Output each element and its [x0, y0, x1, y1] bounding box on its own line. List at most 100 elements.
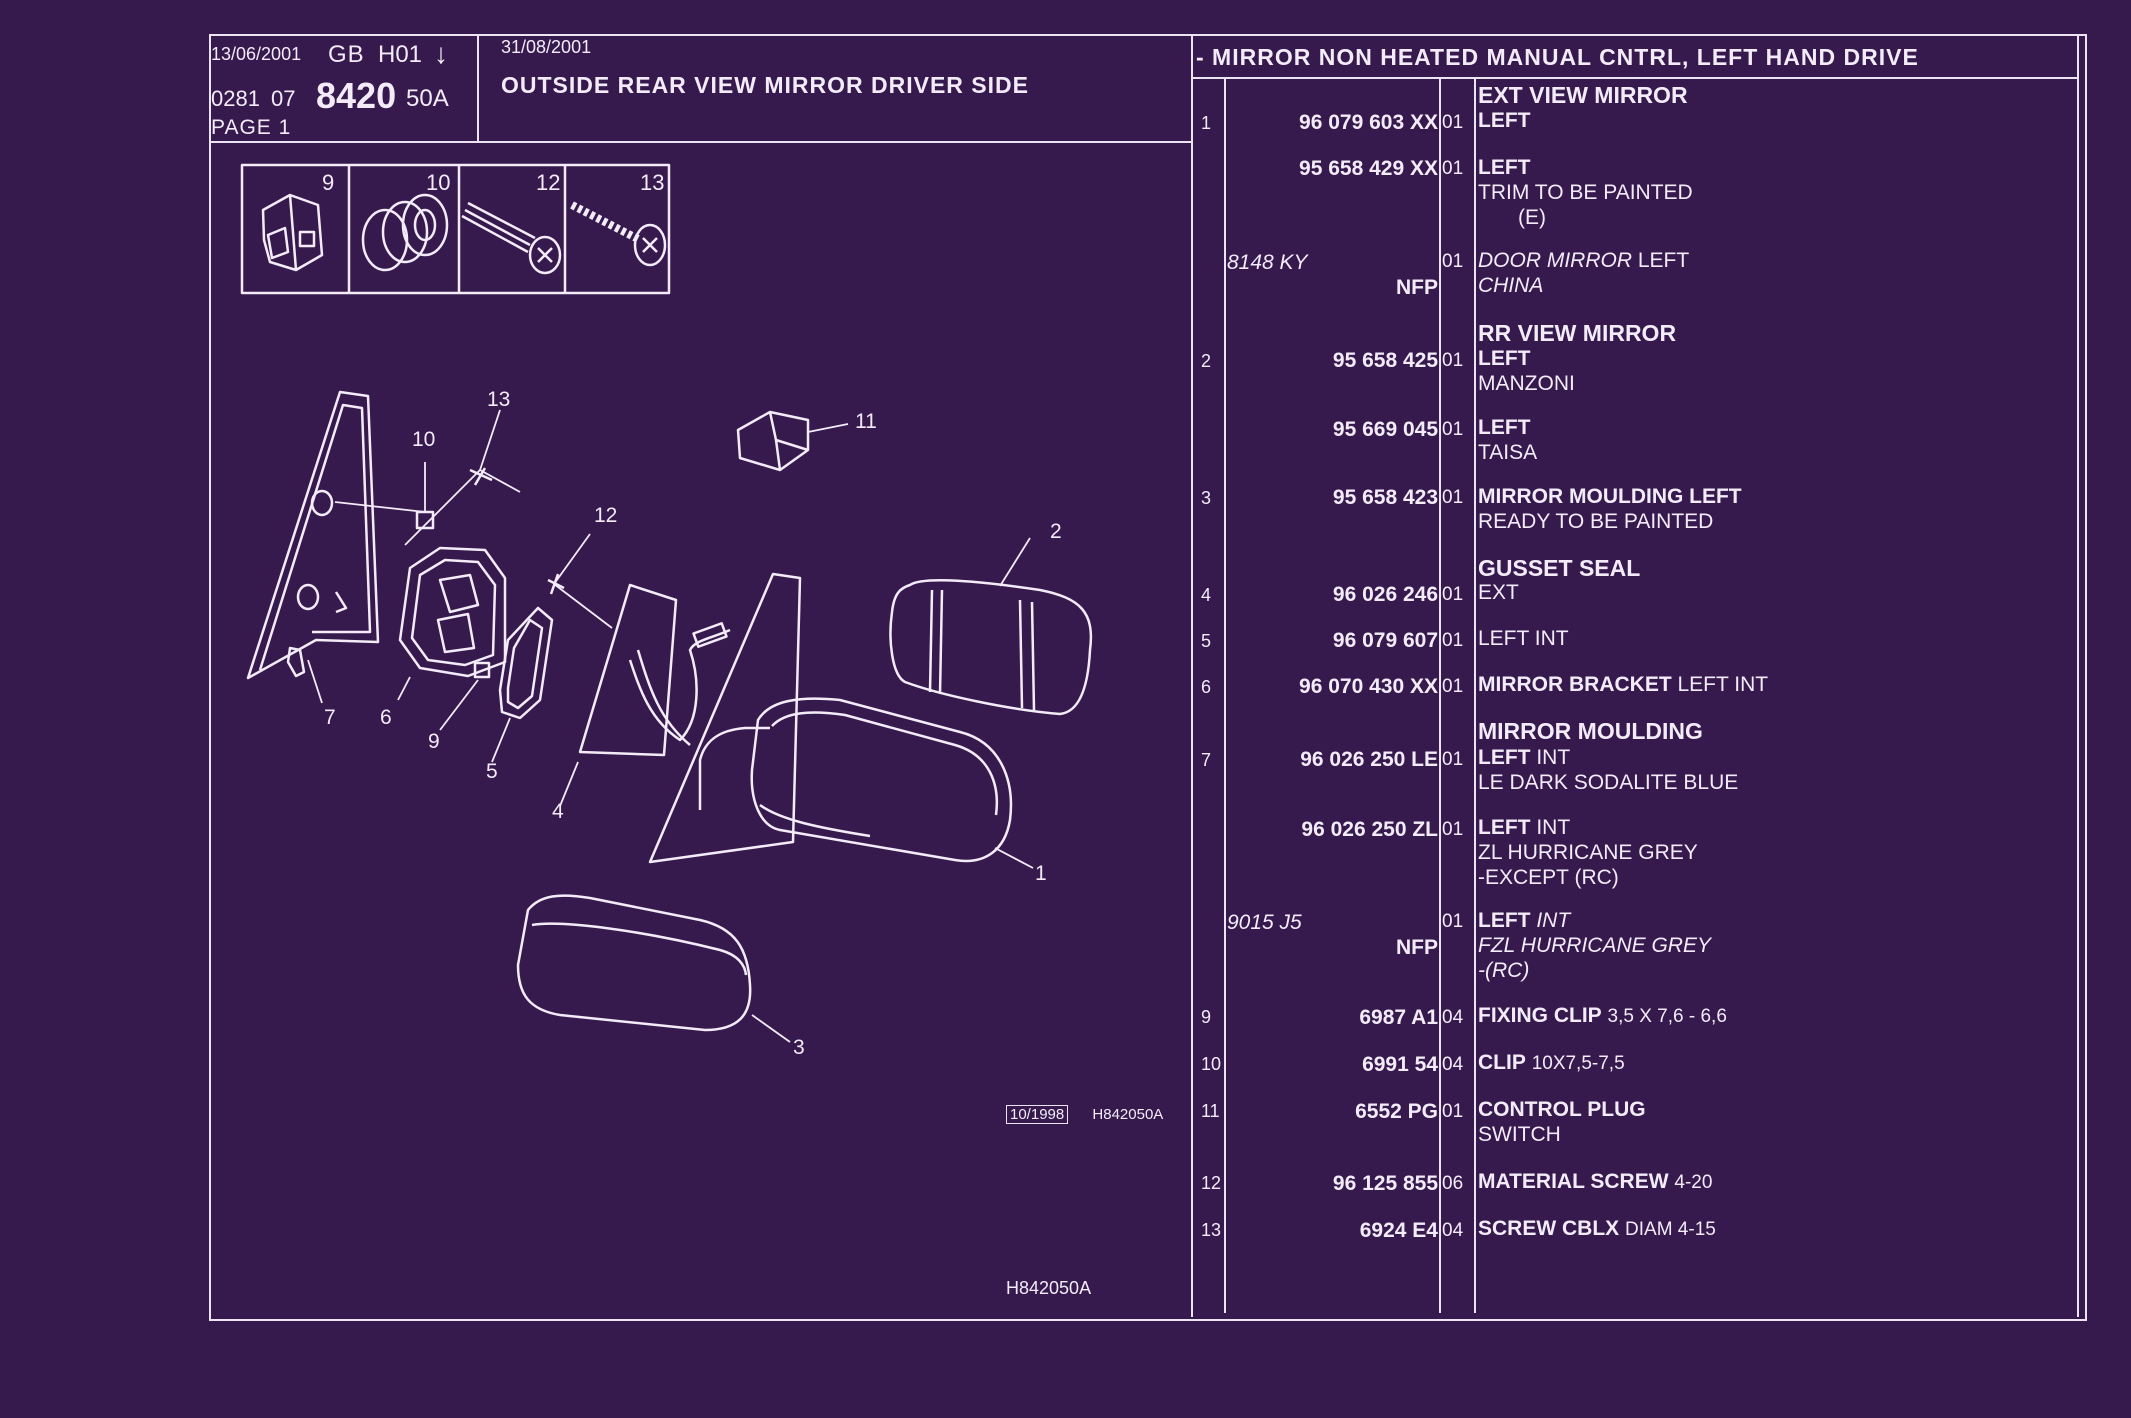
description: LEFT INT FZL HURRICANE GREY -(RC) [1478, 908, 1711, 983]
item-number: 9 [1201, 1007, 1212, 1027]
small-hardware [415, 467, 565, 679]
group-heading: RR VIEW MIRROR [1478, 320, 1677, 346]
part-ref: 96 026 250 LE [1300, 748, 1438, 771]
description-line: DIAM 4-15 [1625, 1219, 1716, 1240]
part-ref: 96 125 855 [1332, 1172, 1438, 1195]
header-vert-divider [477, 34, 479, 141]
callout-1: 1 [1035, 862, 1047, 885]
part-ref: 96 079 607 [1332, 629, 1438, 652]
header-page: PAGE 1 [211, 116, 292, 139]
description-line: -(RC) [1478, 959, 1530, 982]
description-line: DOOR MIRROR [1478, 249, 1632, 272]
header-country: GB [328, 41, 365, 68]
description: CLIP 10X7,5-7,5 [1478, 1050, 1625, 1076]
item-number: 5 [1201, 631, 1212, 651]
nfp-flag: NFP [1396, 936, 1438, 959]
spec-title: - MIRROR NON HEATED MANUAL CNTRL, LEFT H… [1196, 44, 1919, 70]
description: FIXING CLIP 3,5 X 7,6 - 6,6 [1478, 1003, 1727, 1029]
exploded-view-drawing [240, 163, 1093, 1043]
description-line: SWITCH [1478, 1123, 1561, 1146]
description-line: ZL HURRICANE GREY [1478, 841, 1698, 864]
description: DOOR MIRROR LEFT CHINA [1478, 248, 1689, 298]
quantity: 06 [1442, 1173, 1464, 1194]
nfp-flag: NFP [1396, 276, 1438, 299]
description: LEFT TRIM TO BE PAINTED (E) [1478, 155, 1693, 230]
callout-3: 3 [793, 1036, 805, 1059]
part-4-gusset-seal [578, 583, 678, 757]
drawing-ref-small: H842050A [1092, 1106, 1164, 1123]
part-ref: 96 070 430 XX [1299, 675, 1438, 698]
description: LEFT INT LE DARK SODALITE BLUE [1478, 745, 1738, 795]
group-heading: GUSSET SEAL [1478, 555, 1641, 581]
item-number: 7 [1201, 750, 1212, 770]
quantity: 04 [1442, 1220, 1464, 1241]
col-divider-ref [1439, 77, 1441, 1313]
quantity: 01 [1442, 1101, 1464, 1122]
description-line: FZL HURRICANE GREY [1478, 934, 1711, 957]
thumb-label-9: 9 [322, 170, 335, 195]
description-line: INT [1536, 746, 1571, 769]
header-version: H01 [378, 41, 423, 68]
cable [628, 622, 731, 746]
quantity: 01 [1442, 749, 1464, 770]
header-suffix: 50A [406, 85, 449, 112]
clip-thumb-icon [361, 193, 449, 272]
description-line: INT [1536, 909, 1571, 932]
callout-5: 5 [486, 760, 498, 783]
description-line: LEFT INT [1478, 627, 1569, 650]
drawing-date-stamp: 10/1998 [1006, 1105, 1069, 1124]
header-code-b: 07 [271, 86, 296, 111]
header-date-right: 31/08/2001 [501, 37, 592, 57]
thumbnail-strip [240, 163, 671, 295]
description-line: 4-20 [1674, 1172, 1713, 1193]
header-code-a: 0281 [211, 86, 260, 111]
part-3-mirror-moulding [516, 894, 752, 1032]
description-line: LEFT [1637, 249, 1690, 272]
description: CONTROL PLUG SWITCH [1478, 1097, 1646, 1147]
description-line: LEFT [1478, 416, 1531, 439]
description-line: CLIP [1478, 1051, 1526, 1074]
description-line: MIRROR BRACKET [1478, 673, 1672, 696]
description-line: 3,5 X 7,6 - 6,6 [1607, 1006, 1727, 1027]
description-line: MATERIAL SCREW [1478, 1170, 1669, 1193]
header-group-number: 8420 [316, 75, 397, 116]
description-line: LE DARK SODALITE BLUE [1478, 771, 1739, 794]
callout-11: 11 [855, 410, 877, 433]
description-line: LEFT INT [1677, 673, 1769, 696]
leader-lines [307, 409, 1034, 1043]
part-ref: 95 669 045 [1332, 418, 1438, 441]
description-line: LEFT [1478, 909, 1531, 932]
part-ref: 96 026 246 [1332, 583, 1438, 606]
thumb-label-12: 12 [536, 170, 561, 195]
description-line: LEFT [1478, 156, 1531, 179]
callout-13: 13 [487, 388, 511, 411]
part-ref: 6552 PG [1355, 1100, 1438, 1123]
drawing-stamp: 10/1998 H842050A [1006, 1105, 1164, 1124]
description-line: EXT [1478, 581, 1519, 604]
thumb-label-10: 10 [426, 170, 451, 195]
description-line: (E) [1518, 206, 1546, 229]
group-heading: MIRROR MOULDING [1478, 718, 1703, 744]
quantity: 01 [1442, 819, 1464, 840]
item-number: 2 [1201, 351, 1212, 371]
description: LEFT INT ZL HURRICANE GREY -EXCEPT (RC) [1478, 815, 1698, 890]
description: MATERIAL SCREW 4-20 [1478, 1169, 1712, 1195]
item-number: 1 [1201, 113, 1212, 133]
callout-2: 2 [1050, 520, 1062, 543]
description-line: CHINA [1478, 274, 1544, 297]
description-line: FIXING CLIP [1478, 1004, 1602, 1027]
col-divider-right [2077, 34, 2079, 1317]
item-number: 13 [1201, 1220, 1222, 1240]
main-vert-divider [1191, 34, 1193, 1317]
alt-ref: 9015 J5 [1227, 911, 1302, 934]
part-5-gusset-seal [498, 606, 554, 720]
quantity: 01 [1442, 112, 1464, 133]
quantity: 01 [1442, 419, 1464, 440]
screw-cblx-thumb-icon [570, 201, 667, 267]
description: EXT [1478, 580, 1519, 605]
part-ref: 96 079 603 XX [1299, 111, 1438, 134]
description-line: INT [1536, 816, 1571, 839]
quantity: 04 [1442, 1054, 1464, 1075]
part-2-rr-view-mirror [889, 579, 1093, 716]
description-line: READY TO BE PAINTED [1478, 510, 1714, 533]
